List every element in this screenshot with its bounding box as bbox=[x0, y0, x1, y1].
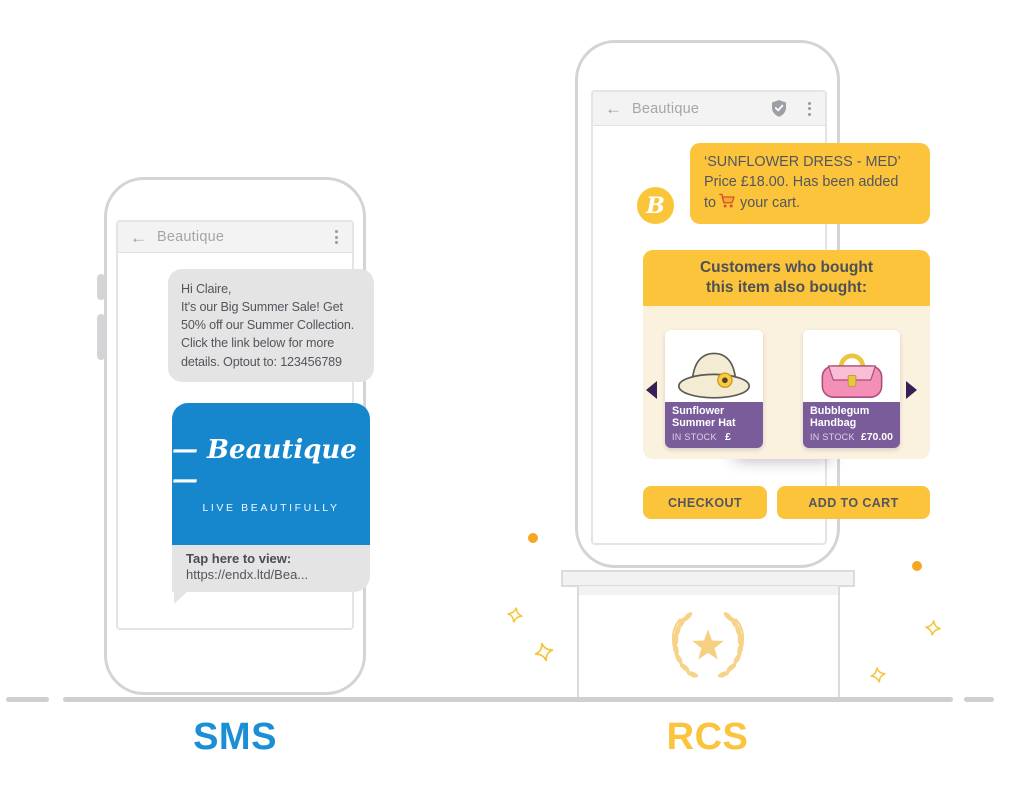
cart-message-line1: ‘SUNFLOWER DRESS - MED’ bbox=[704, 154, 901, 170]
sun-hat-illustration bbox=[677, 352, 751, 399]
sparkle-icon bbox=[507, 607, 523, 623]
sparkle-icon bbox=[870, 667, 886, 683]
preview-link[interactable]: https://endx.ltd/Bea... bbox=[186, 567, 309, 582]
phone-volume-button bbox=[97, 274, 105, 300]
brand-logo: — Beautique — bbox=[172, 434, 357, 495]
sparkle-dot-icon bbox=[528, 533, 538, 543]
carousel-next-arrow[interactable] bbox=[906, 381, 917, 399]
product-name: Bubblegum Handbag bbox=[810, 405, 870, 429]
product-stock: IN STOCK bbox=[672, 432, 717, 442]
cart-message-line3-before: to bbox=[704, 194, 717, 211]
sms-link-preview-card[interactable]: — Beautique — LIVE BEAUTIFULLY Tap here … bbox=[172, 403, 370, 592]
rcs-label: RCS bbox=[666, 716, 749, 758]
sparkle-icon bbox=[925, 620, 941, 636]
ground-line bbox=[63, 697, 953, 702]
overflow-menu-icon[interactable] bbox=[806, 98, 813, 120]
handbag-illustration bbox=[821, 353, 882, 398]
sms-label: SMS bbox=[193, 716, 277, 758]
product-price: £ bbox=[725, 431, 731, 443]
cart-message-line3: to your cart. bbox=[704, 193, 916, 214]
back-arrow-icon[interactable]: ← bbox=[605, 99, 622, 118]
add-to-cart-button[interactable]: ADD TO CART bbox=[777, 486, 930, 519]
product-name: Sunflower Summer Hat bbox=[672, 405, 736, 429]
brand-avatar-letter: B bbox=[646, 192, 665, 219]
pedestal-top-slab bbox=[561, 570, 855, 587]
sms-message-bubble: Hi Claire, It's our Big Summer Sale! Get… bbox=[168, 269, 374, 382]
product-price: £70.00 bbox=[860, 431, 893, 443]
carousel-title: Customers who bought this item also boug… bbox=[643, 250, 930, 306]
product-card-sunflower-hat[interactable]: Sunflower Summer Hat IN STOCK £ bbox=[665, 330, 763, 448]
product-stock: IN STOCK bbox=[810, 432, 855, 442]
ground-line-right-dash bbox=[964, 697, 994, 702]
product-card-bubblegum-handbag[interactable]: Bubblegum Handbag IN STOCK £70.00 bbox=[803, 330, 900, 448]
cart-message-line2: Price £18.00. Has been added bbox=[704, 173, 899, 190]
tap-to-view-label: Tap here to view: bbox=[186, 551, 292, 566]
laurel-left-branch bbox=[671, 612, 699, 678]
product-info-bar: Bubblegum Handbag IN STOCK £70.00 bbox=[803, 402, 900, 448]
shopping-cart-icon bbox=[719, 193, 735, 208]
pedestal-inner-strip bbox=[579, 586, 838, 595]
rcs-conversation-header: ← Beautique bbox=[593, 92, 825, 126]
conversation-title: Beautique bbox=[632, 100, 700, 117]
cart-message-line3-after: your cart. bbox=[740, 194, 800, 211]
verified-shield-icon bbox=[772, 100, 786, 117]
laurel-right-branch bbox=[717, 612, 745, 678]
checkout-button[interactable]: CHECKOUT bbox=[643, 486, 767, 519]
star-icon bbox=[692, 629, 724, 660]
overflow-menu-icon[interactable] bbox=[333, 226, 340, 248]
ground-line-left-dash bbox=[6, 697, 49, 702]
sparkle-dot-icon bbox=[912, 561, 922, 571]
brand-banner: — Beautique — LIVE BEAUTIFULLY bbox=[172, 403, 370, 545]
sparkle-icon bbox=[534, 642, 554, 662]
product-image bbox=[803, 330, 900, 402]
carousel-prev-arrow[interactable] bbox=[646, 381, 657, 399]
product-image bbox=[665, 330, 763, 402]
cart-confirmation-message: ‘SUNFLOWER DRESS - MED’ Price £18.00. Ha… bbox=[690, 143, 930, 224]
laurel-wreath-star-icon bbox=[671, 612, 745, 678]
brand-avatar: B bbox=[637, 187, 674, 224]
link-preview-footer: Tap here to view: https://endx.ltd/Bea..… bbox=[172, 545, 370, 592]
back-arrow-icon[interactable]: ← bbox=[130, 227, 147, 247]
conversation-title: Beautique bbox=[157, 229, 225, 245]
product-info-bar: Sunflower Summer Hat IN STOCK £ bbox=[665, 402, 763, 448]
brand-tagline: LIVE BEAUTIFULLY bbox=[202, 501, 340, 514]
sms-conversation-header: ← Beautique bbox=[118, 222, 352, 253]
phone-power-button bbox=[97, 314, 105, 360]
